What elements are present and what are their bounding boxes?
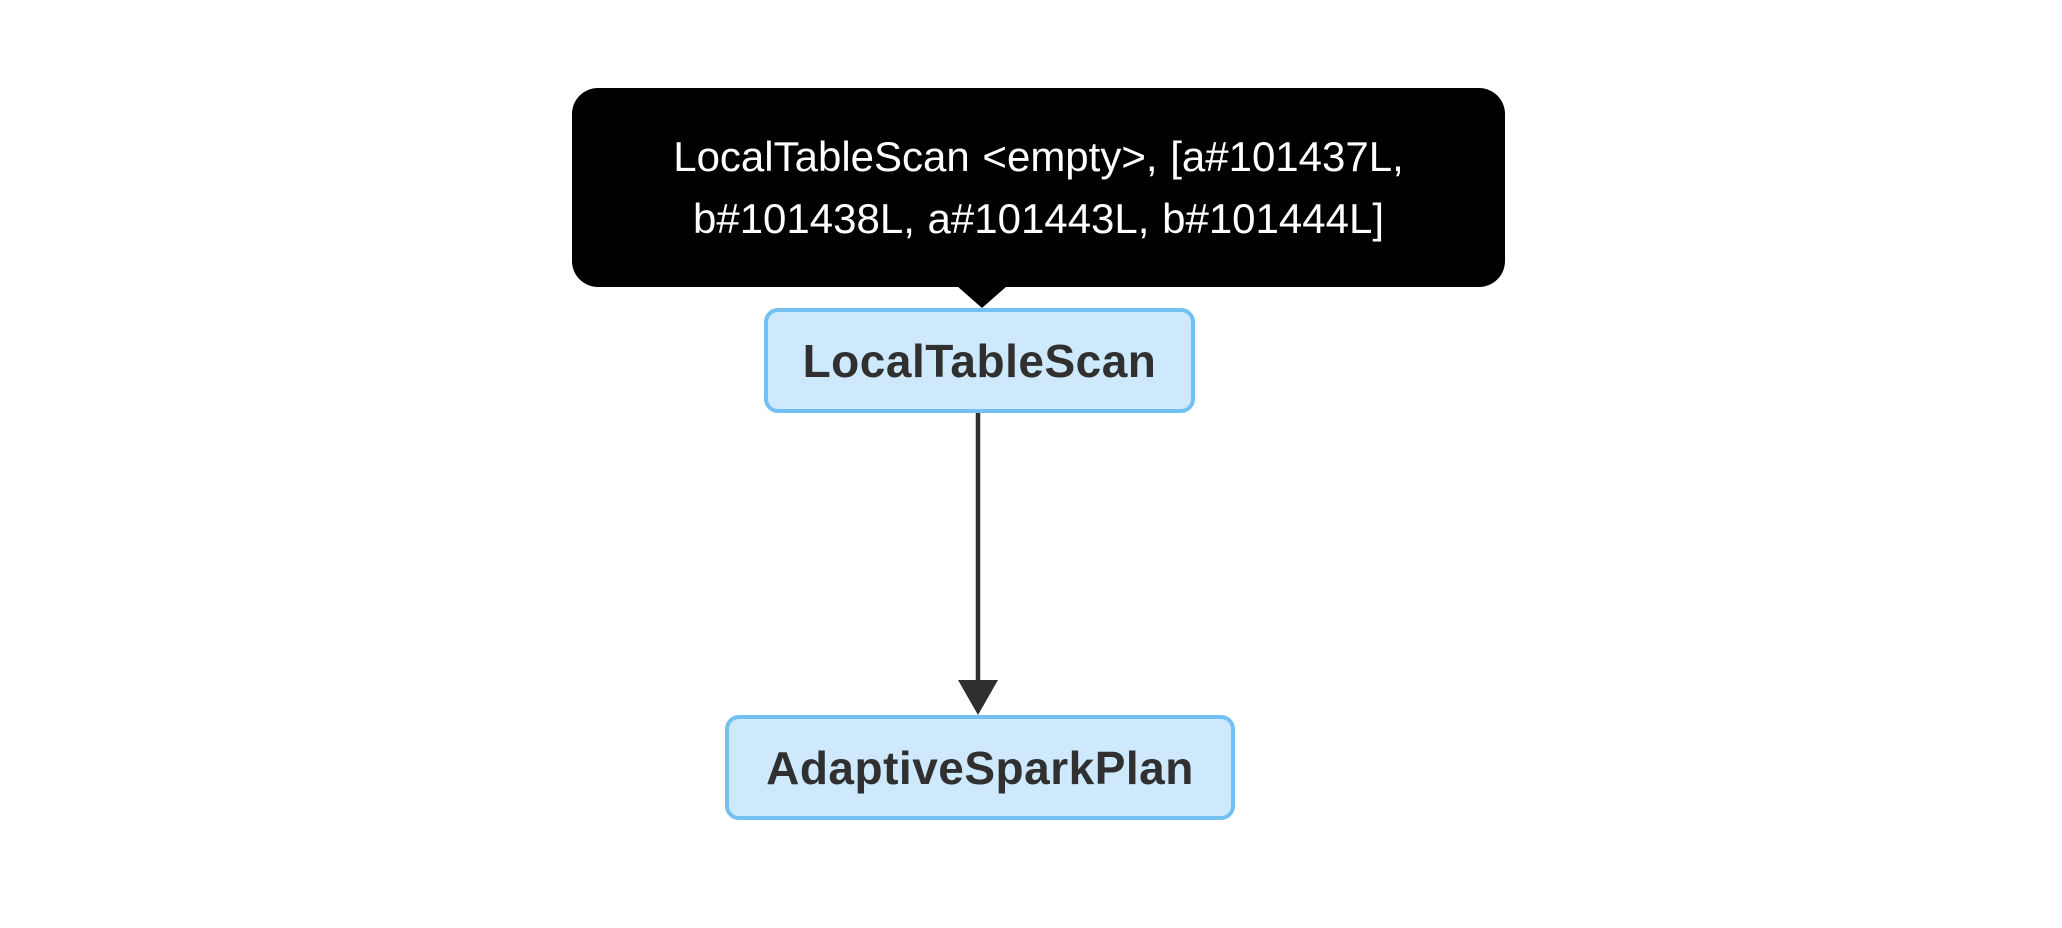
plan-node-adaptivesparkplan-label: AdaptiveSparkPlan xyxy=(766,741,1194,794)
plan-node-localtablescan-label: LocalTableScan xyxy=(802,334,1157,387)
plan-node-localtablescan[interactable]: LocalTableScan xyxy=(764,308,1195,413)
tooltip-text: LocalTableScan <empty>, [a#101437L, b#10… xyxy=(673,132,1404,242)
plan-node-adaptivesparkplan[interactable]: AdaptiveSparkPlan xyxy=(725,715,1235,820)
tooltip-caret-icon xyxy=(957,286,1007,308)
edge-localtablescan-to-adaptivesparkplan xyxy=(958,413,998,715)
edge-arrowhead-icon xyxy=(958,680,998,715)
node-tooltip: LocalTableScan <empty>, [a#101437L, b#10… xyxy=(572,88,1505,287)
